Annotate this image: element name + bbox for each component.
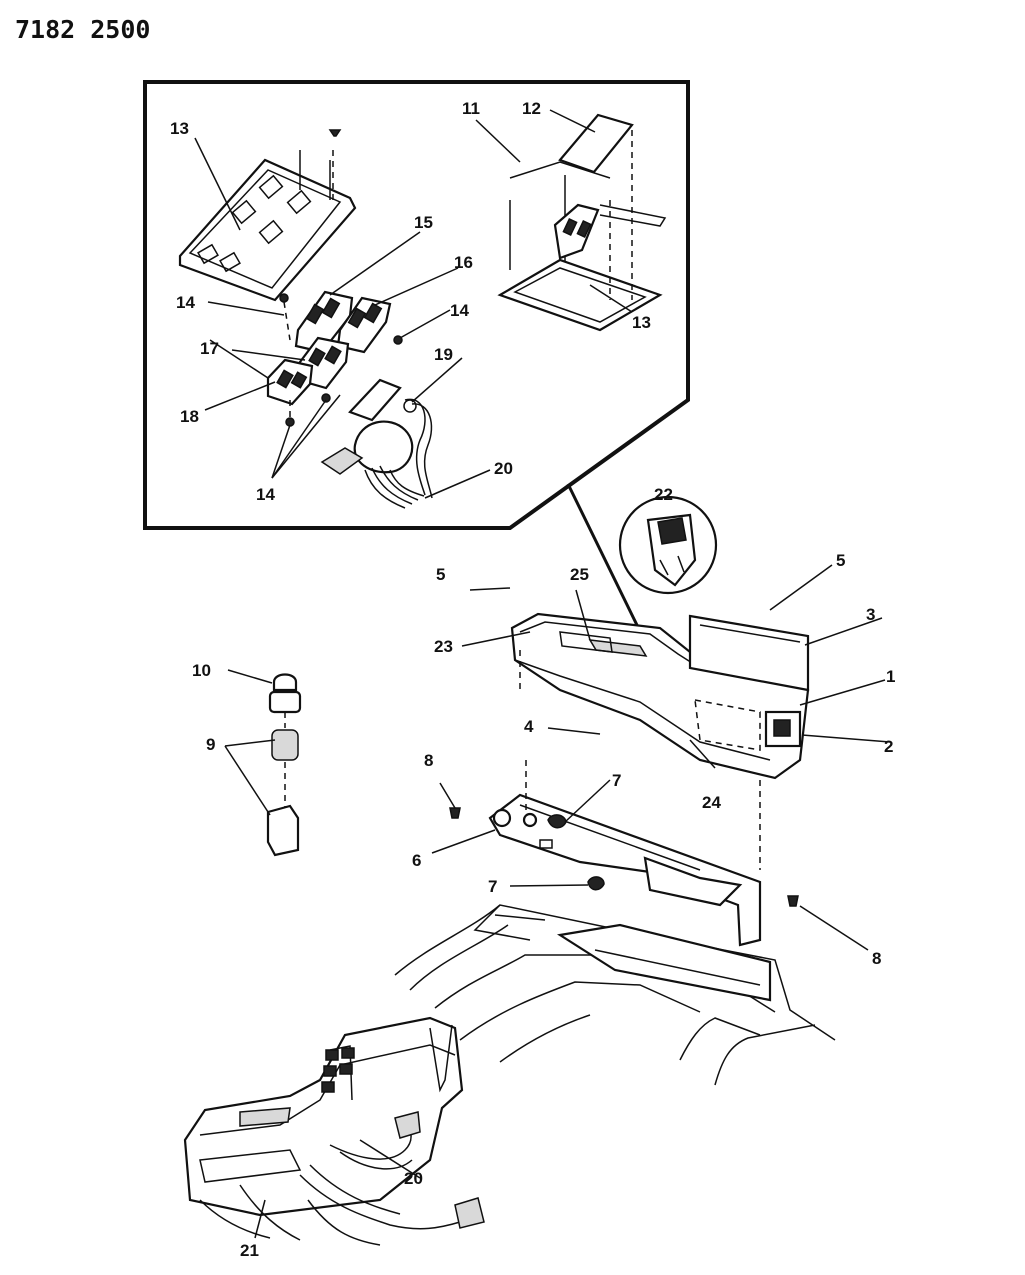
callout-16: 16 (454, 253, 473, 272)
callout-8-left: 8 (424, 751, 433, 770)
console-mounting-bracket (449, 760, 799, 947)
inset-detail-frame (143, 80, 690, 530)
floor-console-assembly (510, 612, 810, 870)
callout-22: 22 (654, 485, 673, 504)
wiring-harness-19 (320, 378, 433, 509)
callout-12: 12 (522, 99, 541, 118)
callout-9: 9 (206, 735, 215, 754)
callout-8-right: 8 (872, 949, 881, 968)
switch-block-16 (336, 296, 392, 354)
callout-1: 1 (886, 667, 895, 686)
switch-block-18 (266, 358, 314, 406)
callout-17: 17 (200, 339, 219, 358)
callout-3: 3 (866, 605, 875, 624)
callout-5-right: 5 (836, 551, 845, 570)
callout-15: 15 (414, 213, 433, 232)
callout-18: 18 (180, 407, 199, 426)
callout-7-top: 7 (612, 771, 621, 790)
leader-lines (194, 109, 891, 1239)
callout-14-right: 14 (450, 301, 469, 320)
callout-23: 23 (434, 637, 453, 656)
callout-25: 25 (570, 565, 589, 584)
callout-5-left: 5 (436, 565, 445, 584)
callout-13-bezel: 13 (170, 119, 189, 138)
callout-10: 10 (192, 661, 211, 680)
callout-19: 19 (434, 345, 453, 364)
callout-11: 11 (462, 99, 480, 118)
callout-6: 6 (412, 851, 421, 870)
console-detail-right (497, 113, 667, 332)
power-outlet-detail-22 (618, 495, 718, 595)
catalog-number: 7182 2500 (15, 15, 150, 44)
callout-24: 24 (702, 793, 721, 812)
installed-console-view (183, 1016, 485, 1246)
callout-20-inset: 20 (494, 459, 513, 478)
floor-pan (394, 904, 836, 1086)
switch-block-15 (294, 290, 354, 354)
callout-13-right: 13 (632, 313, 651, 332)
callout-20-installed: 20 (404, 1169, 423, 1188)
callout-4: 4 (524, 717, 534, 736)
callout-14-left: 14 (176, 293, 195, 312)
switch-bezel-left (178, 129, 357, 302)
callout-7-bottom: 7 (488, 877, 497, 896)
cigar-lighter-assembly (266, 673, 302, 857)
callout-21: 21 (240, 1241, 259, 1260)
callout-2: 2 (884, 737, 893, 756)
callout-14-bottom: 14 (256, 485, 275, 504)
